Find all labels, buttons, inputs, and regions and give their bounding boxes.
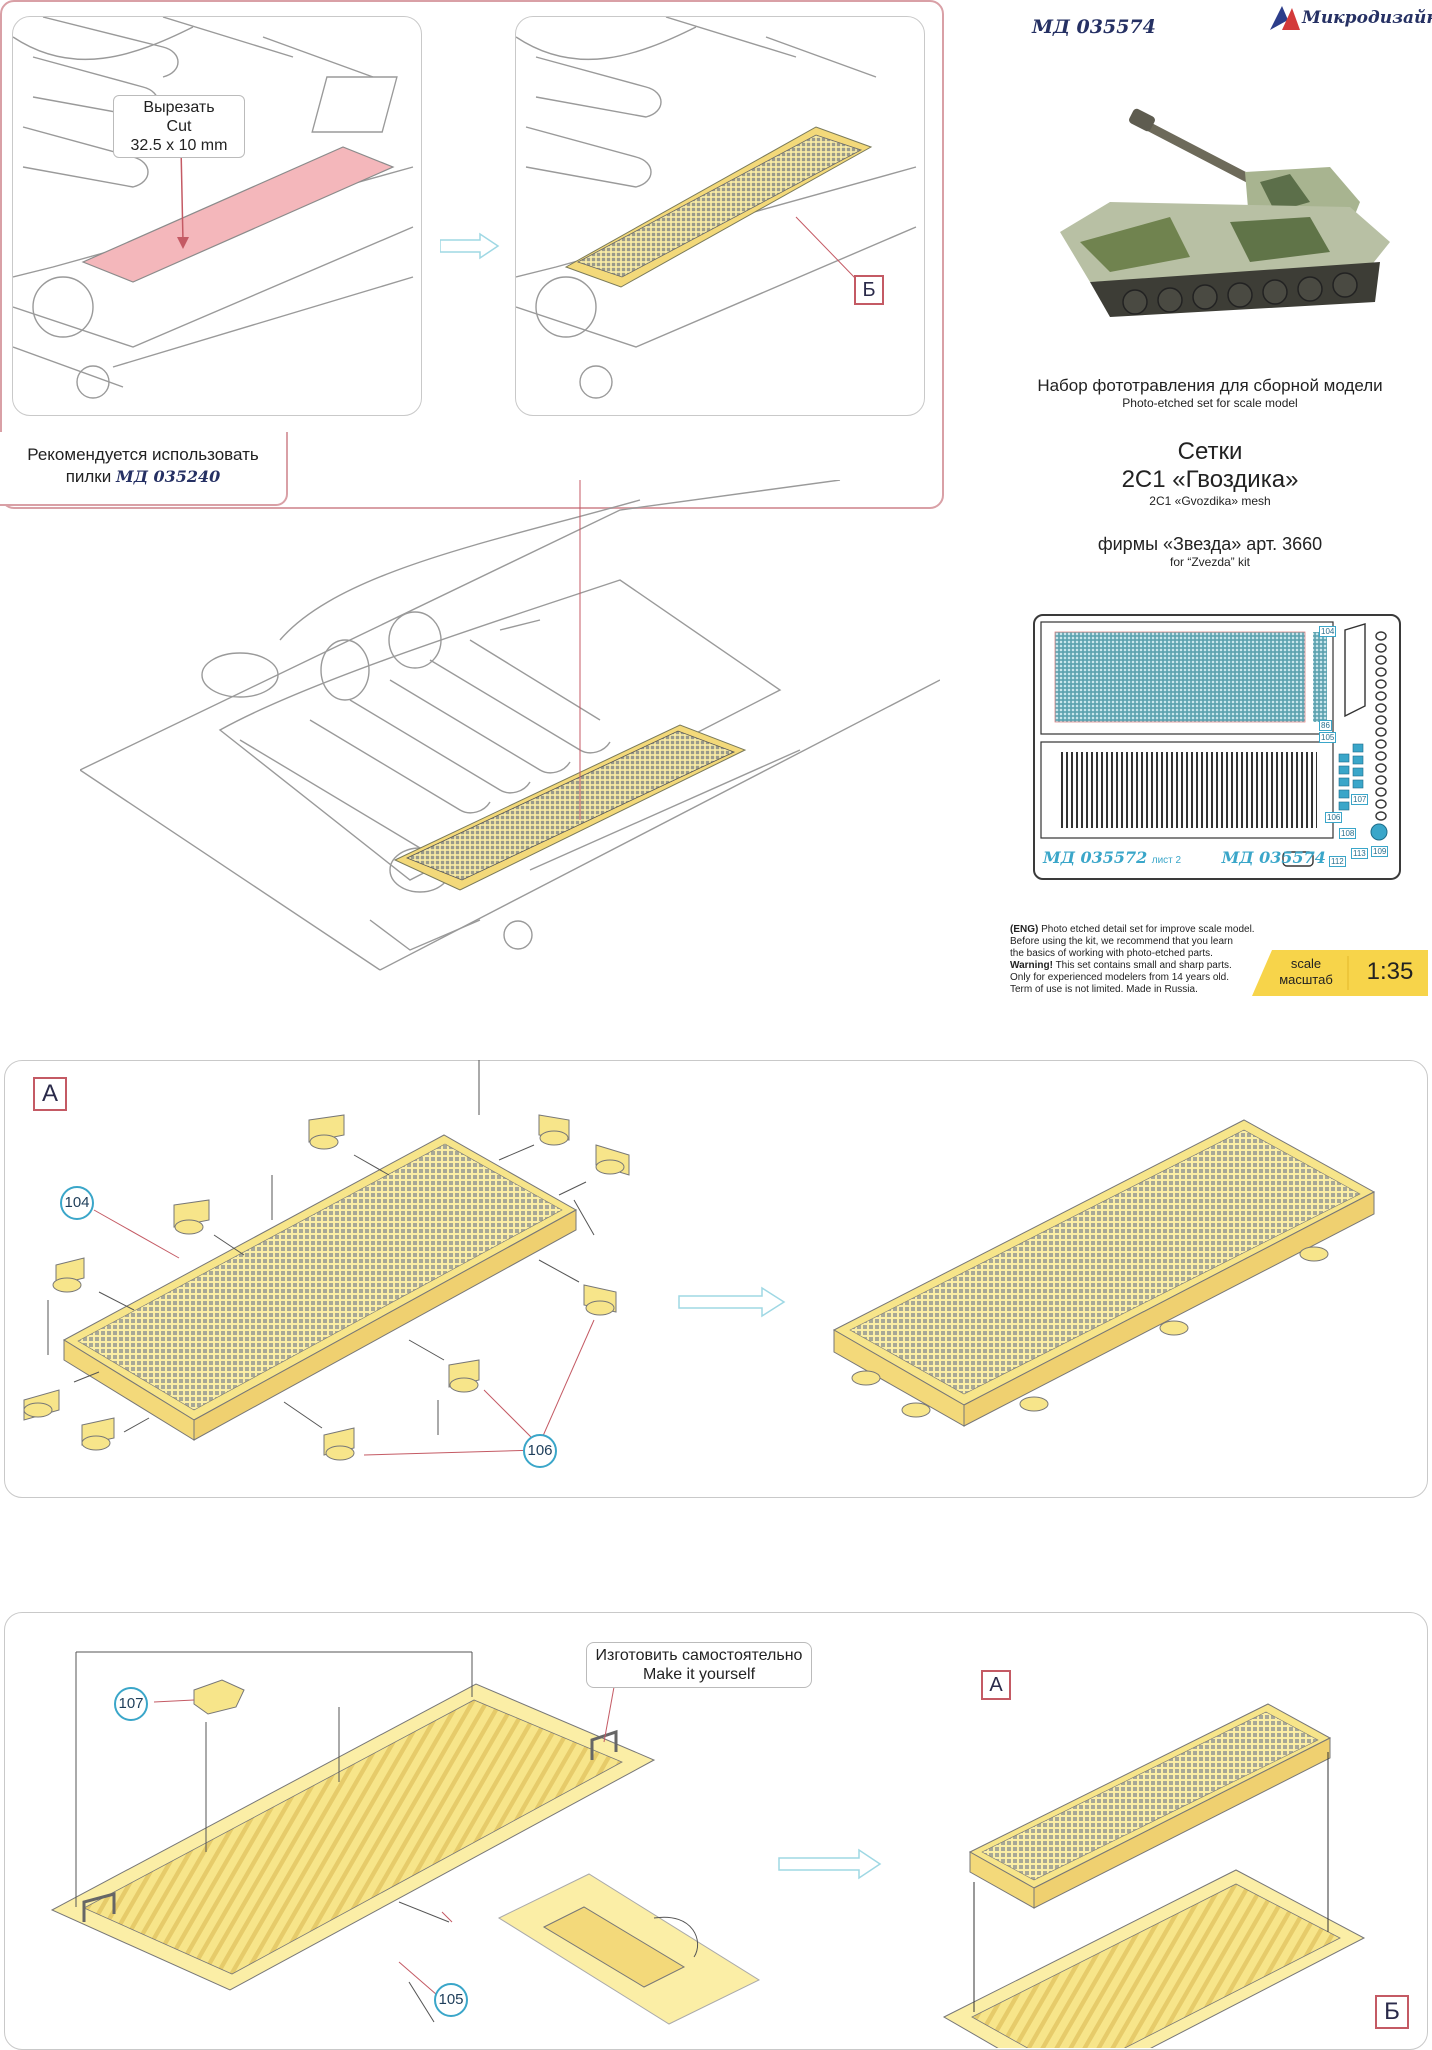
fret-code-left: МД 035572 xyxy=(1043,848,1148,867)
cut-area xyxy=(81,146,395,283)
fret-part-112: 112 xyxy=(1329,856,1346,867)
scale-badge xyxy=(1252,950,1428,996)
fret-part-105: 105 xyxy=(1319,732,1337,743)
product-code: МД 035574 xyxy=(1032,16,1156,38)
fret-part-104: 104 xyxy=(1319,626,1337,637)
stepB-part-107: 107 xyxy=(114,1687,148,1721)
fret-part-106: 106 xyxy=(1325,812,1343,823)
title-ru-1: Сетки xyxy=(1177,438,1243,465)
pe-fret: 104 86 105 106 107 108 109 112 113 МД 03… xyxy=(1033,614,1401,880)
brand-name: Микродизайн xyxy=(1302,8,1432,28)
fret-code-right: МД 035574 xyxy=(1221,848,1326,867)
stepB-drawing xyxy=(50,1651,1366,2048)
cut-label: Вырезать Cut 32.5 x 10 mm xyxy=(113,95,245,158)
vehicle-image xyxy=(1060,108,1390,317)
stepA-mesh-exploded xyxy=(77,1143,563,1411)
fret-part-109: 109 xyxy=(1371,846,1389,857)
fret-sheet: лист 2 xyxy=(1151,855,1182,866)
pe-fret-drawing xyxy=(1040,621,1388,867)
brand-logo: Микродизайн xyxy=(1268,2,1432,32)
stepA-drawing xyxy=(23,1060,1376,1461)
make-yourself-label: Изготовить самостоятельно Make it yourse… xyxy=(586,1642,812,1688)
brand-logo-icon xyxy=(1270,6,1300,30)
step1-arrow-icon xyxy=(440,232,500,260)
warning-text: (ENG) Photo etched detail set for improv… xyxy=(1010,924,1255,995)
fret-part-108: 108 xyxy=(1339,828,1357,839)
hull-mesh-panel xyxy=(405,730,736,881)
hull-drawing xyxy=(80,480,940,971)
recommend-box xyxy=(0,432,288,506)
stepA-letter: А xyxy=(33,1077,67,1111)
scale-value: 1:35 xyxy=(1366,958,1414,985)
title-block: Сетки 2С1 «Гвоздика» 2С1 «Gvozdika» mesh xyxy=(990,438,1430,508)
title-en: 2С1 «Gvozdika» mesh xyxy=(1149,494,1271,508)
stepA-part-106: 106 xyxy=(523,1434,557,1468)
fret-codes: МД 035572 лист 2 МД 035574 xyxy=(1043,848,1326,868)
subtitle: Набор фототравления для сборной модели P… xyxy=(990,376,1430,410)
kit-en: for “Zvezda” kit xyxy=(1169,555,1250,569)
title-ru-2: 2С1 «Гвоздика» xyxy=(1121,466,1299,493)
stepA-mesh-assembled xyxy=(849,1129,1361,1395)
fret-part-86: 86 xyxy=(1319,720,1332,731)
cut-inset: Вырезать Cut 32.5 x 10 mm xyxy=(12,16,422,416)
stepB-letter-b: Б xyxy=(1375,1995,1409,2029)
recommend-text: Рекомендуется использовать пилки МД 0352… xyxy=(27,445,259,486)
stepB-letter-a: А xyxy=(981,1670,1011,1700)
scale-label: scale масштаб xyxy=(1279,956,1333,987)
stepA-part-104: 104 xyxy=(60,1186,94,1220)
kit-block: фирмы «Звезда» арт. 3660 for “Zvezda” ki… xyxy=(990,534,1430,569)
stepB-louver xyxy=(83,1699,623,1975)
mesh-inset: Б xyxy=(515,16,925,416)
subtitle-ru: Набор фототравления для сборной модели xyxy=(1037,376,1383,395)
mesh-panel xyxy=(576,134,863,278)
cut-inset-drawing xyxy=(13,17,414,399)
fret-part-113: 113 xyxy=(1351,848,1368,859)
subtitle-en: Photo-etched set for scale model xyxy=(1122,396,1298,410)
mesh-inset-drawing xyxy=(516,17,917,399)
callout-b: Б xyxy=(854,275,884,305)
stepB-part-105: 105 xyxy=(434,1983,468,2017)
kit-ru: фирмы «Звезда» арт. 3660 xyxy=(1097,534,1323,554)
fret-part-107: 107 xyxy=(1351,794,1369,805)
